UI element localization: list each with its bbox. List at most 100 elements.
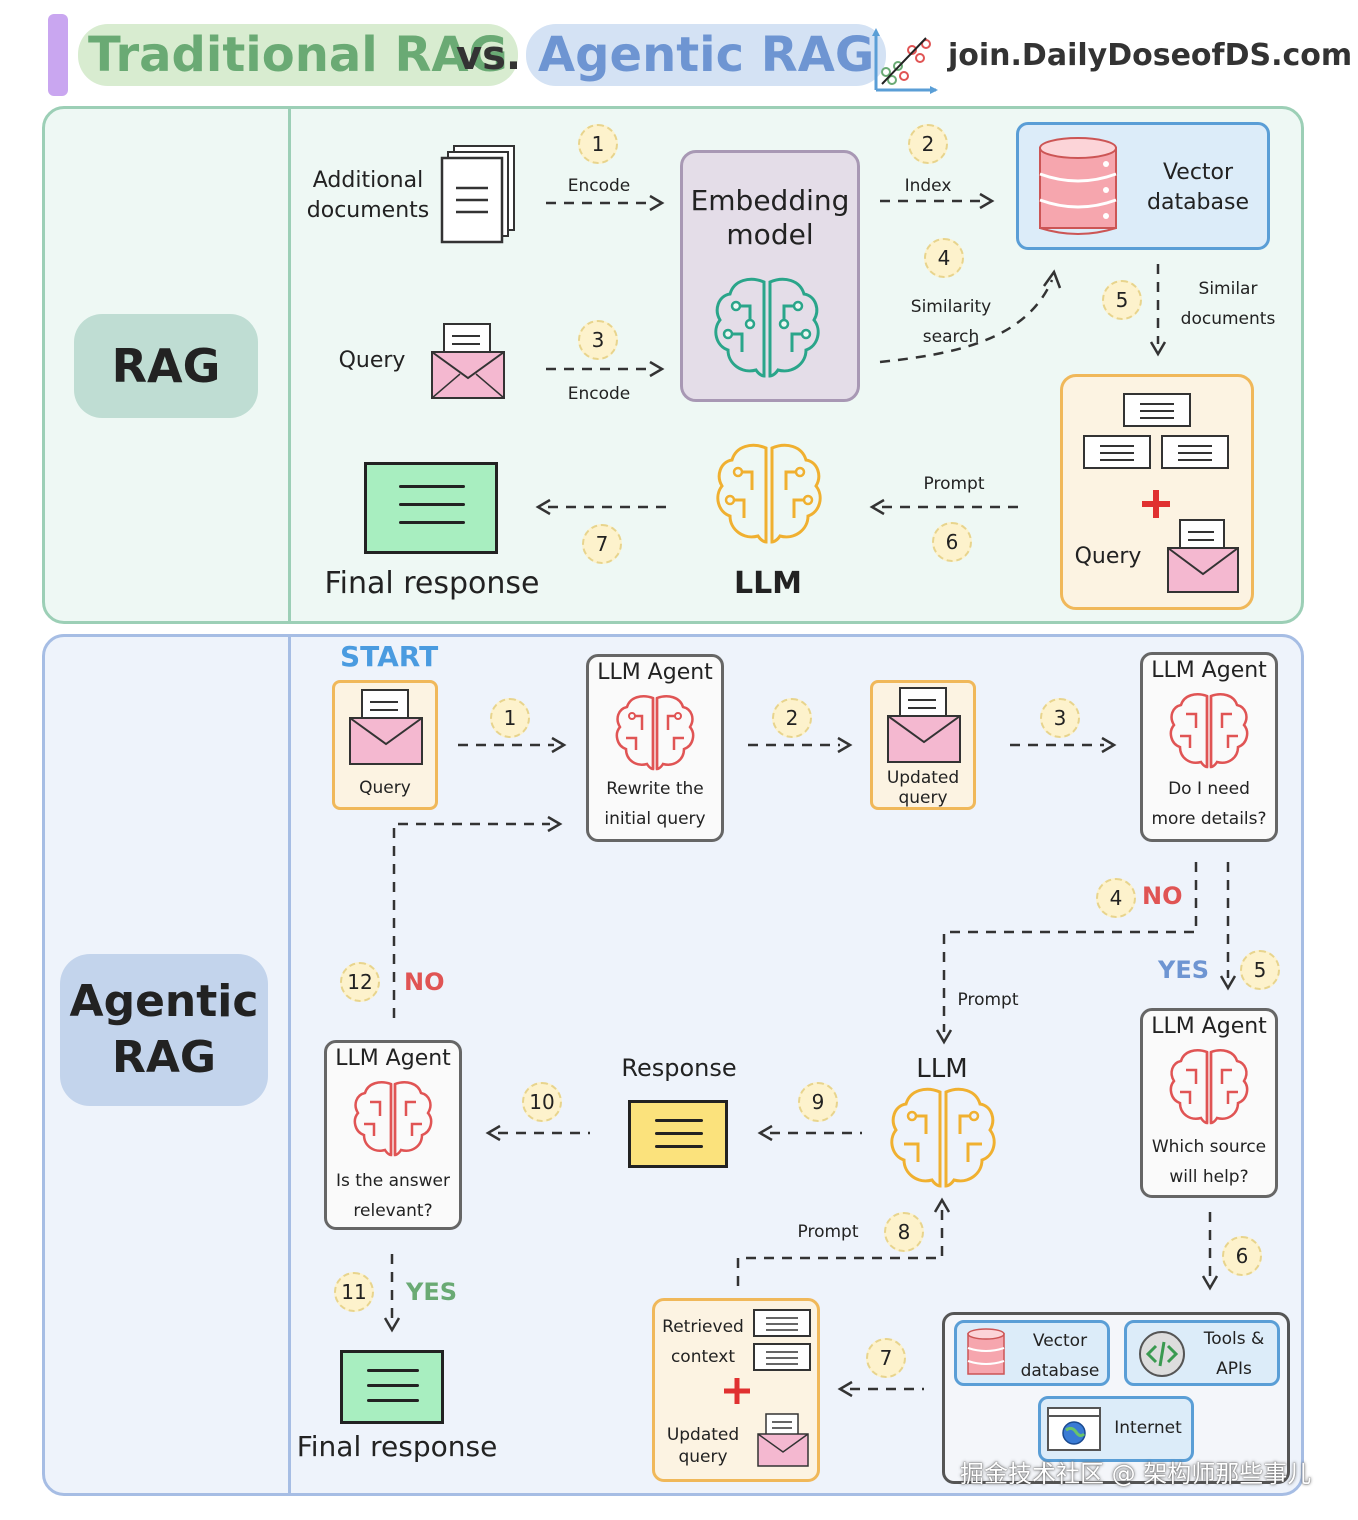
agentic-query-label: Query — [359, 778, 411, 798]
rag-step-2-label: Index — [904, 176, 952, 196]
response-card — [628, 1100, 728, 1168]
rag-step-7-badge: 7 — [582, 524, 622, 564]
agent-source-brain-icon — [1169, 1049, 1249, 1125]
tool-database-icon — [967, 1328, 1005, 1375]
rag-query-label: Query — [338, 348, 406, 373]
agentic-prompt-1-label: Prompt — [957, 990, 1019, 1010]
database-icon — [1039, 137, 1117, 235]
tool-vector-database-label: Vector database — [1020, 1331, 1100, 1381]
agent-rewrite-title: LLM Agent — [597, 660, 713, 685]
rag-arrow-1 — [546, 194, 665, 212]
agentic-step-10-badge: 10 — [522, 1082, 562, 1122]
rag-step-5-badge: 5 — [1102, 280, 1142, 320]
rag-divider — [288, 108, 291, 622]
agentic-no-2-label: NO — [404, 968, 445, 996]
agent-relevance-box — [324, 1040, 462, 1230]
tool-internet-label: Internet — [1114, 1418, 1182, 1438]
agentic-arrow-7 — [837, 1380, 924, 1398]
agentic-arrow-5 — [1219, 862, 1237, 991]
envelope-query-icon — [431, 323, 505, 399]
rag-final-response-card — [364, 462, 498, 554]
agentic-prompt-2-label: Prompt — [797, 1222, 859, 1242]
agentic-step-5-badge: 5 — [1240, 950, 1280, 990]
title-vs: vs. — [456, 33, 522, 79]
agentic-yes-1-label: YES — [1158, 956, 1210, 984]
context-envelope-icon — [1167, 519, 1239, 593]
agentic-yes-2-label: YES — [406, 1278, 458, 1306]
additional-documents-label: Additional documents — [306, 168, 430, 223]
agentic-step-6-badge: 6 — [1222, 1236, 1262, 1276]
agent-source-title: LLM Agent — [1151, 1014, 1267, 1039]
rag-arrow-6 — [869, 498, 1022, 516]
documents-stack-icon — [440, 145, 515, 244]
agentic-step-3-badge: 3 — [1040, 698, 1080, 738]
rag-step-3-badge: 3 — [578, 320, 618, 360]
agentic-step-12-badge: 12 — [340, 962, 380, 1002]
rag-arrow-5 — [1149, 264, 1167, 357]
rag-step-2-badge: 2 — [908, 124, 948, 164]
rag-step-1-badge: 1 — [578, 124, 618, 164]
agent-rewrite-text: Rewrite the initial query — [604, 779, 706, 829]
rag-step-4-badge: 4 — [924, 238, 964, 278]
agent-details-brain-icon — [1169, 693, 1249, 769]
tool-apis-label: Tools & APIs — [1203, 1329, 1265, 1379]
rag-arrow-7 — [535, 498, 670, 516]
rag-step-5-label: Similar documents — [1180, 279, 1276, 329]
agentic-arrow-10 — [485, 1124, 590, 1142]
context-query-label: Query — [1074, 544, 1142, 569]
agent-relevance-title: LLM Agent — [335, 1046, 451, 1071]
retrieved-docs-icon — [753, 1309, 811, 1371]
embedding-model-label: Embedding model — [690, 184, 850, 251]
scatter-logo-icon — [872, 28, 938, 94]
rag-step-3-label: Encode — [567, 384, 631, 404]
vector-database-label: Vector database — [1147, 160, 1249, 215]
agentic-arrow-11 — [383, 1254, 401, 1333]
rag-step-1-label: Encode — [567, 176, 631, 196]
agentic-llm-label: LLM — [916, 1054, 968, 1084]
agentic-section-label: Agentic RAG — [60, 954, 268, 1106]
title-accent-bar — [48, 14, 68, 96]
agentic-step-7-badge: 7 — [866, 1338, 906, 1378]
start-label: START — [340, 640, 439, 673]
updated-query-label: Updated query — [886, 768, 960, 808]
retrieved-envelope-icon — [757, 1413, 809, 1467]
agentic-step-11-badge: 11 — [334, 1272, 374, 1312]
context-documents-icon — [1083, 393, 1229, 469]
agentic-step-8-badge: 8 — [884, 1212, 924, 1252]
agentic-llm-brain-icon — [890, 1087, 996, 1188]
rag-final-response-label: Final response — [324, 566, 540, 601]
agent-relevance-brain-icon — [353, 1081, 433, 1157]
agentic-arrow-4 — [935, 862, 1198, 1045]
retrieved-updated-query-label: Updated query — [666, 1425, 740, 1467]
agentic-step-9-badge: 9 — [798, 1082, 838, 1122]
updated-query-envelope-icon — [887, 687, 961, 763]
agent-source-box — [1140, 1008, 1278, 1198]
agentic-arrow-9 — [757, 1124, 862, 1142]
agentic-final-response-card — [340, 1350, 444, 1424]
response-label: Response — [621, 1054, 737, 1082]
agentic-arrow-6 — [1201, 1212, 1219, 1291]
agentic-step-2-badge: 2 — [772, 698, 812, 738]
brand-link[interactable]: join.DailyDoseofDS.com — [948, 38, 1353, 73]
rag-step-6-label: Prompt — [923, 474, 985, 494]
agentic-arrow-8 — [736, 1197, 951, 1286]
agent-details-box — [1140, 652, 1278, 842]
agent-details-title: LLM Agent — [1151, 658, 1267, 683]
agentic-query-envelope-icon — [349, 689, 423, 765]
rag-arrow-2 — [880, 192, 995, 210]
retrieved-plus-icon — [724, 1378, 750, 1404]
rag-step-4-label: Similarity search — [910, 297, 992, 347]
plus-icon — [1142, 490, 1170, 518]
agentic-no-1-label: NO — [1142, 882, 1183, 910]
agentic-final-response-label: Final response — [296, 1430, 498, 1463]
rag-step-6-badge: 6 — [932, 522, 972, 562]
agentic-arrow-1 — [458, 736, 567, 754]
agentic-step-4-badge: 4 — [1096, 878, 1136, 918]
code-icon — [1139, 1331, 1185, 1377]
rag-arrow-3 — [546, 360, 665, 378]
retrieved-context-label: Retrieved context — [662, 1317, 744, 1367]
rag-section-label: RAG — [74, 314, 258, 418]
title-agentic-rag: Agentic RAG — [526, 24, 887, 86]
agent-rewrite-box — [586, 654, 724, 842]
agentic-step-1-badge: 1 — [490, 698, 530, 738]
